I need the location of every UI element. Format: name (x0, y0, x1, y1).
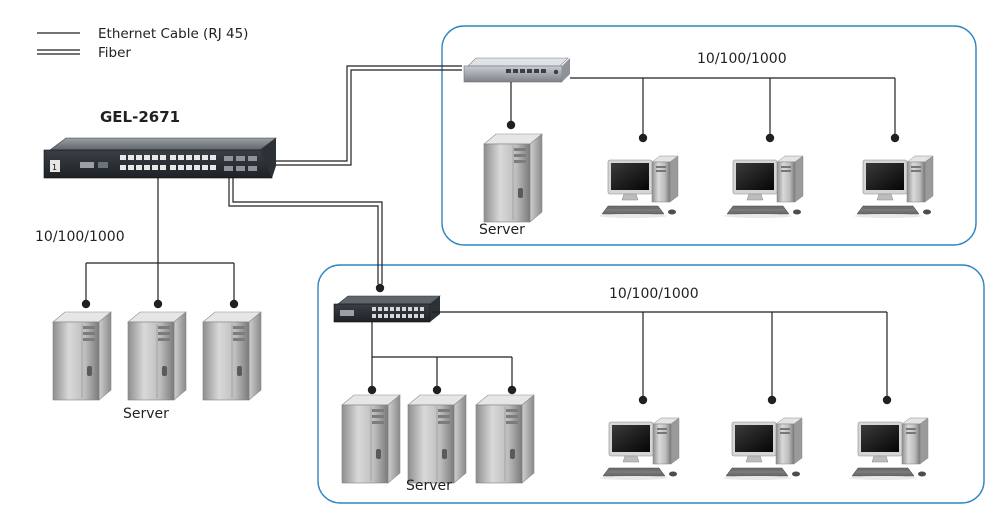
top-workstation-1 (598, 155, 679, 219)
fiber-link-bottom (228, 170, 383, 284)
bottom-server-label: Server (406, 478, 452, 494)
main-node-2 (153, 299, 163, 309)
bottom-speed-label: 10/100/1000 (609, 286, 699, 302)
top-node-server (506, 120, 516, 130)
top-network-box (441, 25, 977, 246)
ethernet-legend-label: Ethernet Cable (RJ 45) (98, 26, 248, 42)
bottom-node-pc-2 (767, 395, 777, 405)
top-workstation-3 (853, 155, 934, 219)
top-ethernet-tree (510, 77, 896, 138)
top-node-pc-1 (638, 133, 648, 143)
top-switch (463, 57, 570, 83)
bottom-workstation-3 (848, 417, 929, 481)
top-server (483, 133, 543, 223)
fiber-legend-label: Fiber (98, 45, 131, 61)
main-node-1 (81, 299, 91, 309)
bottom-switch-uplink-node (375, 283, 385, 293)
bottom-network-box (317, 264, 985, 504)
top-node-pc-3 (890, 133, 900, 143)
bottom-node-pc-3 (882, 395, 892, 405)
main-server-1 (52, 311, 112, 401)
main-speed-label: 10/100/1000 (35, 229, 125, 245)
main-server-3 (202, 311, 262, 401)
bottom-node-pc-1 (638, 395, 648, 405)
fiber-link-top (268, 65, 462, 166)
bottom-node-server-3 (507, 385, 517, 395)
bottom-workstation-1 (599, 417, 680, 481)
top-node-pc-2 (765, 133, 775, 143)
bottom-node-server-1 (367, 385, 377, 395)
svg-text:1: 1 (52, 163, 57, 172)
main-server-label: Server (123, 406, 169, 422)
legend: Ethernet Cable (RJ 45) Fiber (37, 26, 248, 61)
main-server-2 (127, 311, 187, 401)
main-switch: 1 (43, 137, 277, 179)
bottom-server-1 (341, 394, 401, 484)
top-workstation-2 (723, 155, 804, 219)
bottom-server-2 (407, 394, 467, 484)
main-ethernet-tree (85, 178, 235, 304)
top-server-label: Server (479, 222, 525, 238)
main-switch-model-label: GEL-2671 (100, 108, 180, 126)
bottom-switch (333, 295, 441, 323)
bottom-workstation-2 (722, 417, 803, 481)
bottom-server-3 (475, 394, 535, 484)
bottom-ethernet-tree (371, 311, 888, 400)
main-node-3 (229, 299, 239, 309)
bottom-node-server-2 (432, 385, 442, 395)
top-speed-label: 10/100/1000 (697, 51, 787, 67)
